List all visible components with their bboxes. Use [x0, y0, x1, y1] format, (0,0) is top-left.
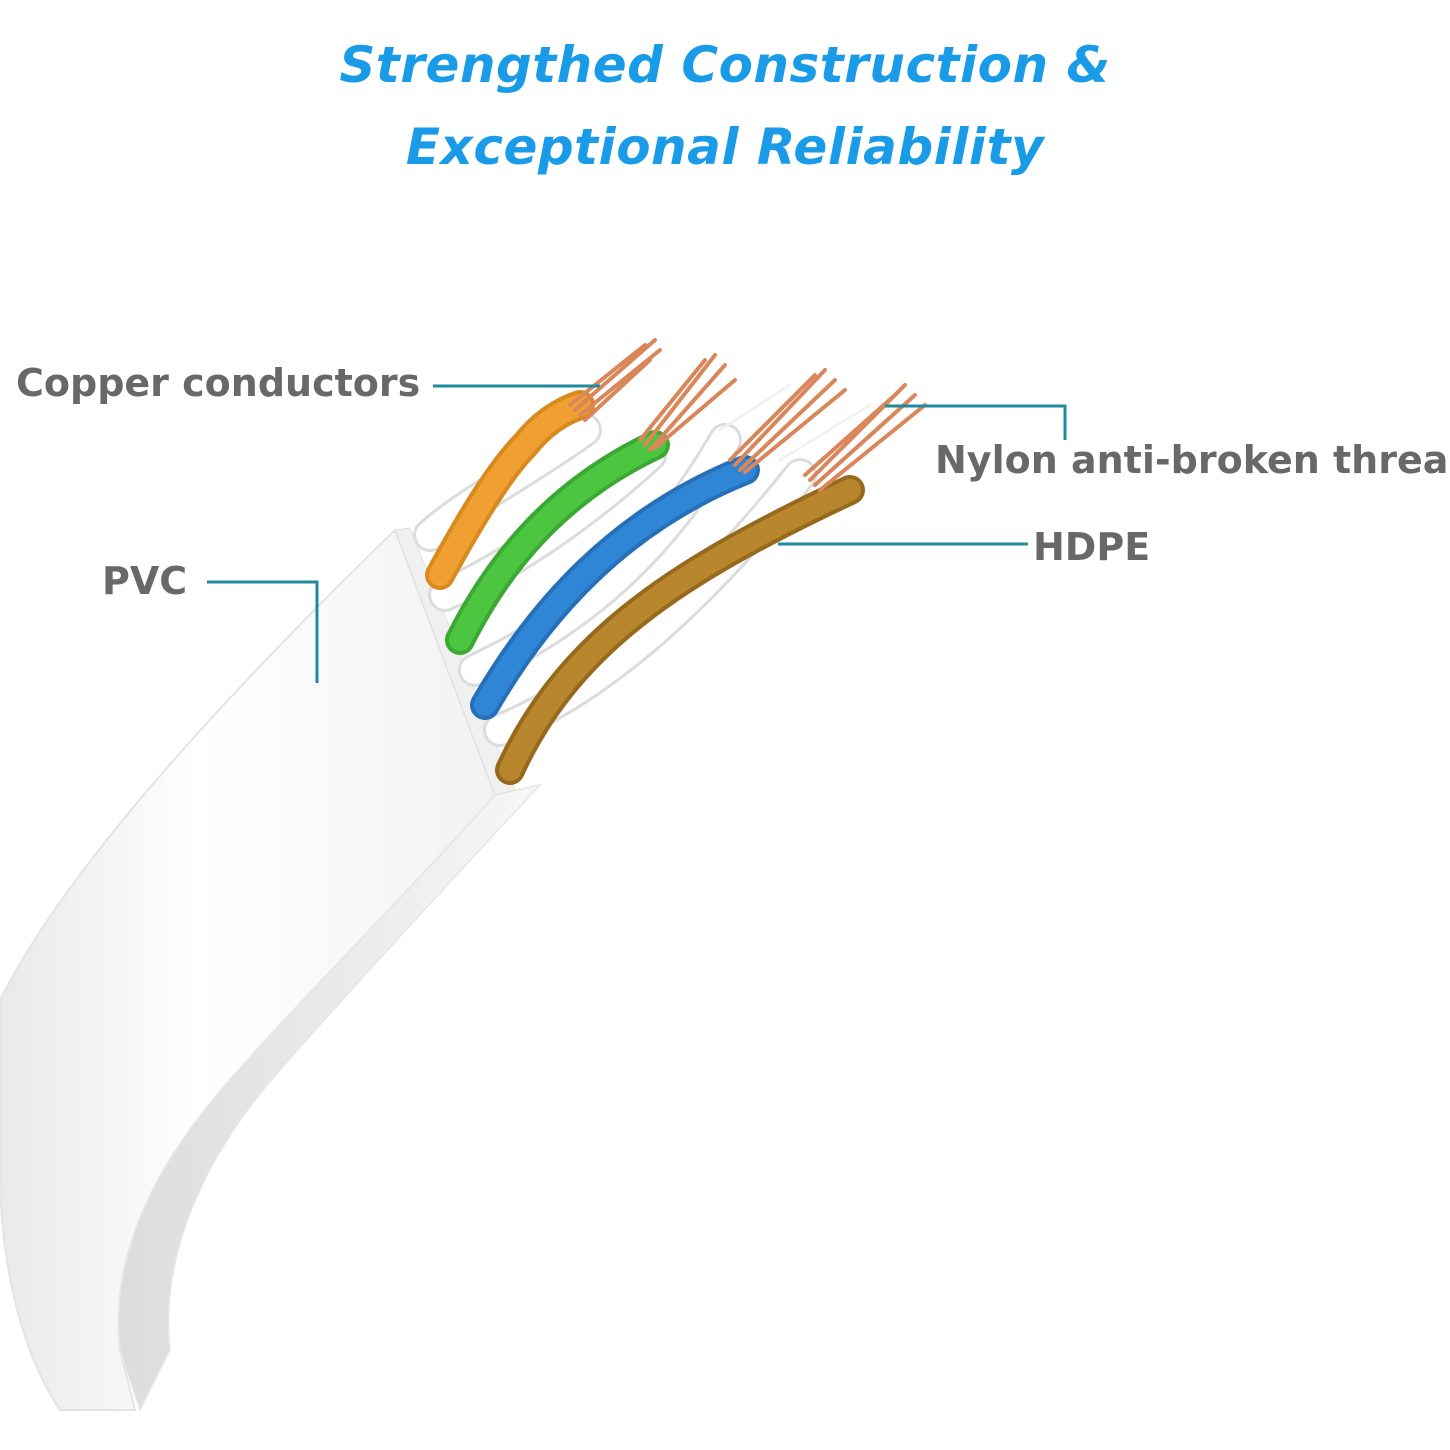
pvc-jacket	[0, 527, 543, 1412]
nylon-leader-line	[885, 404, 1067, 440]
leader-lines	[207, 384, 1067, 683]
copper-conductors-label: Copper conductors	[16, 361, 421, 405]
copper-strands	[568, 338, 927, 492]
hdpe-label: HDPE	[1033, 525, 1151, 569]
pvc-leader-line	[207, 580, 319, 683]
headline-line-1: Strengthed Construction &	[339, 36, 1111, 94]
pvc-label: PVC	[102, 559, 188, 603]
colored-wires	[425, 390, 865, 785]
headline-line-2: Exceptional Reliability	[405, 118, 1045, 176]
nylon-thread-label: Nylon anti-broken thread	[935, 438, 1450, 482]
nylon-threads	[718, 383, 872, 462]
